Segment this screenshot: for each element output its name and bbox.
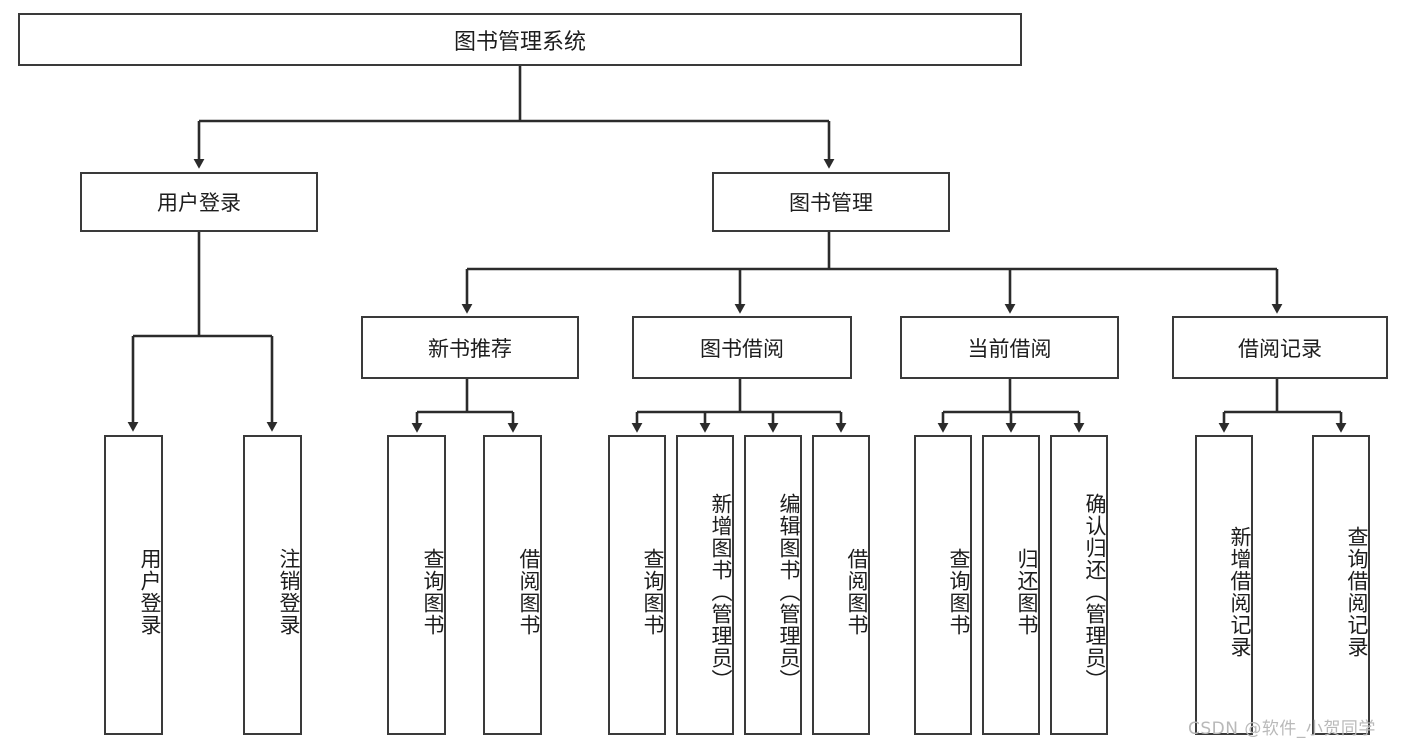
leaf-label: 注销登录 <box>277 548 301 636</box>
leaf-current-borrow-confirm[interactable]: 确认归还（管理员） <box>1050 435 1108 735</box>
leaf-book-borrow-add[interactable]: 新增图书（管理员） <box>676 435 734 735</box>
leaf-label: 查询借阅记录 <box>1345 526 1369 658</box>
node-current-borrow-label: 当前借阅 <box>967 336 1052 361</box>
leaf-borrow-record-query[interactable]: 查询借阅记录 <box>1312 435 1370 735</box>
leaf-borrow-record-add[interactable]: 新增借阅记录 <box>1195 435 1253 735</box>
node-user-login-label: 用户登录 <box>157 191 241 215</box>
leaf-label: 查询图书 <box>947 548 971 636</box>
leaf-new-book-query[interactable]: 查询图书 <box>387 435 446 735</box>
leaf-label: 新增借阅记录 <box>1228 526 1252 658</box>
leaf-label: 查询图书 <box>641 548 665 636</box>
leaf-book-borrow-query[interactable]: 查询图书 <box>608 435 666 735</box>
node-user-login[interactable]: 用户登录 <box>80 172 318 232</box>
node-borrow-record-label: 借阅记录 <box>1238 336 1322 361</box>
leaf-label: 确认归还（管理员） <box>1083 493 1107 691</box>
node-book-borrow-label: 图书借阅 <box>700 336 784 361</box>
node-current-borrow[interactable]: 当前借阅 <box>900 316 1119 379</box>
leaf-user-login-logout[interactable]: 注销登录 <box>243 435 302 735</box>
leaf-new-book-borrow[interactable]: 借阅图书 <box>483 435 542 735</box>
leaf-label: 用户登录 <box>138 548 162 636</box>
leaf-label: 查询图书 <box>421 548 445 636</box>
leaf-label: 借阅图书 <box>517 548 541 636</box>
node-book-borrow[interactable]: 图书借阅 <box>632 316 852 379</box>
leaf-current-borrow-return[interactable]: 归还图书 <box>982 435 1040 735</box>
leaf-label: 归还图书 <box>1015 548 1039 636</box>
leaf-label: 编辑图书（管理员） <box>777 493 801 691</box>
node-borrow-record[interactable]: 借阅记录 <box>1172 316 1388 379</box>
leaf-current-borrow-query[interactable]: 查询图书 <box>914 435 972 735</box>
node-new-book-recommend[interactable]: 新书推荐 <box>361 316 579 379</box>
node-new-book-recommend-label: 新书推荐 <box>428 336 512 361</box>
leaf-label: 新增图书（管理员） <box>709 493 733 691</box>
csdn-watermark: CSDN @软件_小贺同学 <box>1188 719 1376 739</box>
node-book-manage[interactable]: 图书管理 <box>712 172 950 232</box>
node-root-label: 图书管理系统 <box>453 29 586 55</box>
leaf-book-borrow-edit[interactable]: 编辑图书（管理员） <box>744 435 802 735</box>
leaf-book-borrow-borrow[interactable]: 借阅图书 <box>812 435 870 735</box>
node-book-manage-label: 图书管理 <box>789 191 873 215</box>
leaf-user-login-login[interactable]: 用户登录 <box>104 435 163 735</box>
leaf-label: 借阅图书 <box>845 548 869 636</box>
node-root[interactable]: 图书管理系统 <box>18 13 1022 66</box>
